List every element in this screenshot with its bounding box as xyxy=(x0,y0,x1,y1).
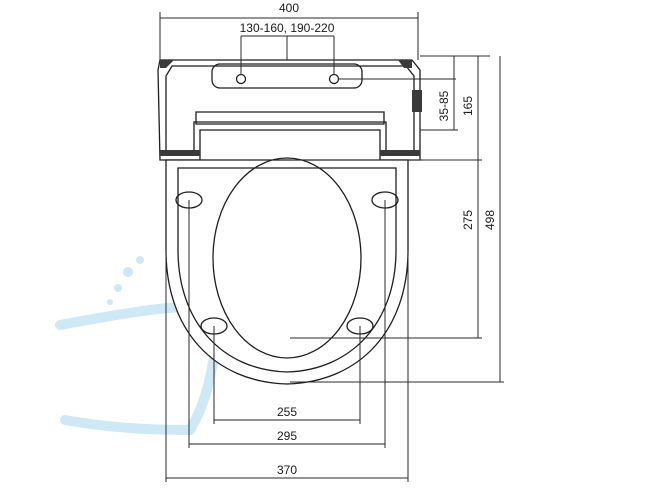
dimension-label-bracket-depth: 165 xyxy=(461,96,475,116)
seat-outline xyxy=(165,159,409,385)
dimension-label-hole-spacing: 130-160, 190-220 xyxy=(240,21,335,35)
dimension-label-seat-width: 370 xyxy=(277,463,297,477)
dimension-label-total-length: 498 xyxy=(483,210,497,230)
dimension-label-overall-width: 400 xyxy=(279,1,299,15)
seat-opening xyxy=(212,157,362,359)
dimension-label-opening-length: 275 xyxy=(461,210,475,230)
hinge-bracket xyxy=(157,59,422,161)
dimension-label-hinge-offset: 35-85 xyxy=(437,90,451,121)
dimension-label-outer-hole-spacing: 295 xyxy=(277,429,297,443)
dimension-lines xyxy=(159,12,504,482)
dimension-label-inner-hole-spacing: 255 xyxy=(277,405,297,419)
